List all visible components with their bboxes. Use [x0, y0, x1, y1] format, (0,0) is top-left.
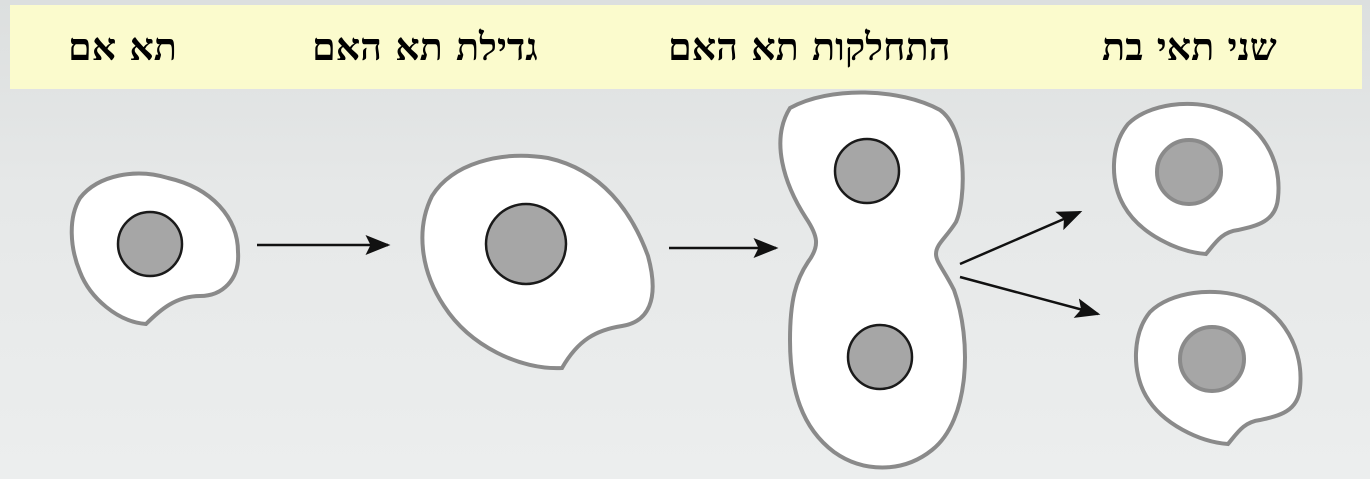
- lower-daughter-cell: [1134, 289, 1303, 447]
- upper-daughter-nucleus: [1155, 138, 1223, 206]
- grown-cell-nucleus: [484, 202, 568, 286]
- stage-header-band: [10, 5, 1362, 89]
- stage-label-mother-cell-growth: גדילת תא האם: [312, 24, 538, 69]
- mother-cell-nucleus: [116, 210, 184, 278]
- stage-label-mother-cell: תא אם: [68, 24, 177, 69]
- lower-daughter-nucleus: [1178, 325, 1246, 393]
- stage-label-two-daughter-cells: שני תאי בת: [1102, 24, 1277, 69]
- arrow-to-upper-daughter: [959, 210, 1083, 266]
- arrow-to-lower-daughter: [959, 275, 1101, 318]
- dividing-cell: [778, 90, 967, 470]
- dividing-cell-upper-nucleus: [833, 137, 901, 205]
- mother-cell: [69, 171, 241, 327]
- upper-daughter-cell: [1112, 101, 1281, 257]
- grown-mother-cell: [420, 153, 655, 371]
- stage-label-mother-cell-division: התחלקות תא האם: [668, 24, 951, 69]
- dividing-cell-lower-nucleus: [846, 323, 914, 391]
